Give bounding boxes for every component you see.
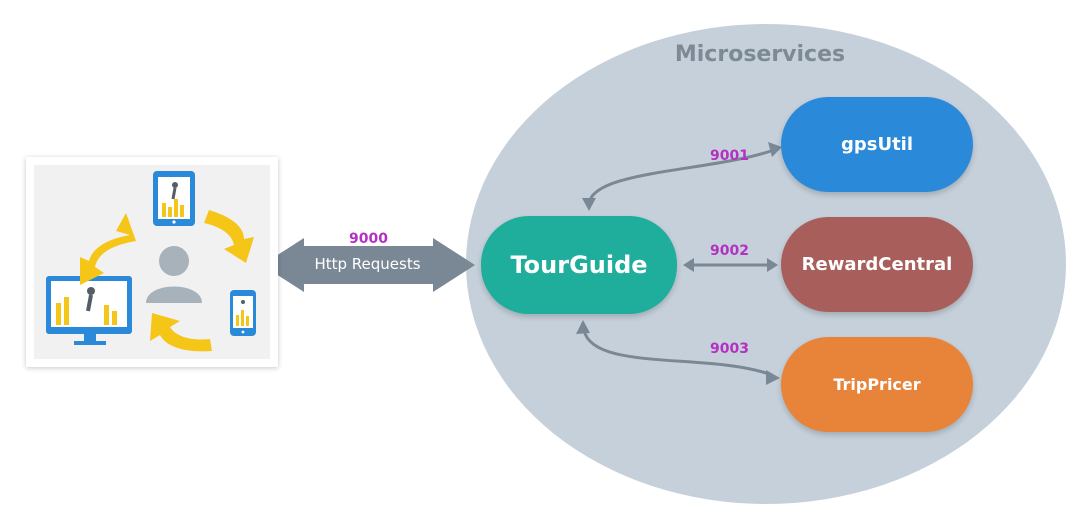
connector-gpsutil — [587, 148, 775, 205]
arrowhead-trippricer-end — [766, 370, 780, 385]
arrowhead-gpsutil-start — [582, 198, 596, 211]
rewardcentral-label: RewardCentral — [801, 254, 953, 275]
phone-icon — [230, 290, 256, 336]
tablet-icon — [153, 171, 195, 226]
microservices-title: Microservices — [674, 42, 846, 67]
gateway-port-label: 9000 — [349, 231, 388, 247]
gpsutil-label: gpsUtil — [840, 134, 914, 155]
tourguide-label: TourGuide — [510, 251, 648, 279]
arrowhead-rewardcentral-start — [683, 258, 694, 272]
trippricer-port-label: 9003 — [710, 341, 749, 357]
gpsutil-node[interactable]: gpsUtil — [781, 97, 973, 192]
connector-trippricer — [582, 329, 773, 377]
client-illustration — [34, 165, 270, 359]
http-requests-arrow — [262, 238, 475, 292]
rewardcentral-port-label: 9002 — [710, 243, 749, 259]
gpsutil-port-label: 9001 — [710, 148, 749, 164]
arrowhead-rewardcentral-end — [767, 258, 778, 272]
trippricer-label: TripPricer — [833, 375, 921, 394]
cycle-arrow-icon — [80, 210, 254, 352]
arrowhead-gpsutil-end — [768, 142, 782, 157]
arrowhead-trippricer-start — [576, 320, 590, 334]
rewardcentral-node[interactable]: RewardCentral — [781, 217, 973, 312]
user-icon — [146, 246, 202, 303]
desktop-monitor-icon — [46, 276, 132, 345]
client-devices-graphic — [46, 171, 256, 352]
http-requests-label: Http Requests — [314, 255, 421, 273]
tourguide-node[interactable]: TourGuide — [481, 216, 677, 314]
client-card — [26, 157, 278, 367]
trippricer-node[interactable]: TripPricer — [781, 337, 973, 432]
